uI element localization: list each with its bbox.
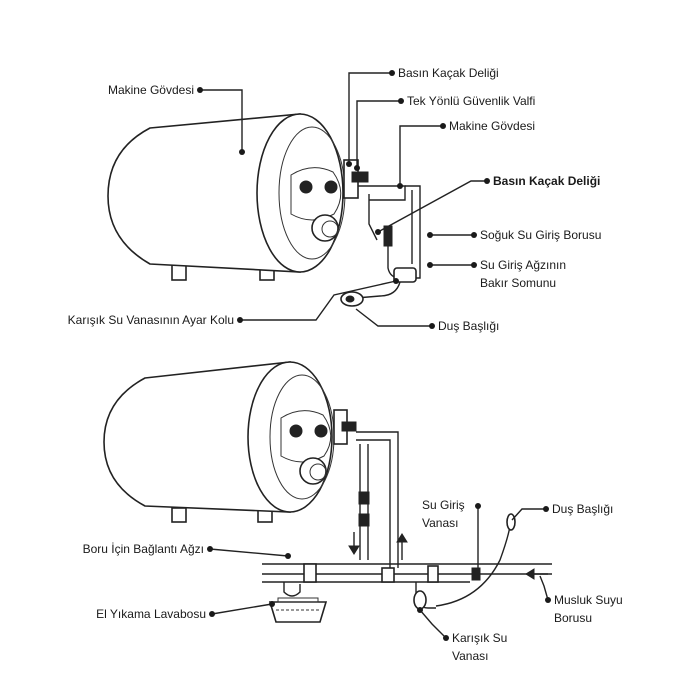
drain-pipe bbox=[368, 194, 378, 241]
outlet-pipe bbox=[358, 185, 406, 201]
sink-basin bbox=[268, 601, 328, 623]
label-shower-head-bottom: Duş Başlığı bbox=[552, 502, 613, 516]
top-diagram: Makine Gövdesi Basın Kaçak Deliği Tek Yö… bbox=[68, 66, 602, 333]
copper-nut-upper bbox=[383, 225, 393, 247]
knob2-left bbox=[289, 424, 303, 438]
label-water-inlet-valve-line1: Su Giriş bbox=[422, 498, 465, 512]
label-cold-water-inlet-pipe: Soğuk Su Giriş Borusu bbox=[480, 228, 601, 242]
sink-faucet bbox=[283, 582, 301, 597]
tee-fitting-left bbox=[303, 563, 317, 583]
label-mixing-valve-handle: Karışık Su Vanasının Ayar Kolu bbox=[68, 313, 234, 327]
label-shower-head-top: Duş Başlığı bbox=[438, 319, 499, 333]
label-mixing-valve-line1: Karışık Su bbox=[452, 631, 507, 645]
label-copper-nut-line1: Su Giriş Ağzının bbox=[480, 258, 566, 272]
thermostat2-cover bbox=[299, 457, 327, 485]
control-panel-2 bbox=[280, 410, 332, 463]
tank-body bbox=[107, 113, 301, 273]
knob-right bbox=[324, 180, 338, 194]
tank2-body bbox=[103, 361, 291, 513]
thermostat2-inner bbox=[309, 463, 327, 481]
label-hand-wash-basin: El Yıkama Lavabosu bbox=[96, 607, 206, 621]
label-water-inlet-valve-line2: Vanası bbox=[422, 516, 458, 530]
valve-fitting bbox=[351, 171, 369, 183]
label-pressure-leak-hole-bold: Basın Kaçak Deliği bbox=[493, 174, 600, 188]
mixing-valve-body bbox=[393, 267, 417, 283]
shower-hose bbox=[355, 281, 401, 299]
mixing-valve2-handle bbox=[413, 590, 427, 610]
hot-pipe-outer bbox=[356, 431, 399, 568]
tee-fitting-mid bbox=[381, 567, 395, 583]
water-inlet-valve-shape bbox=[471, 567, 481, 581]
valve2-fitting bbox=[341, 421, 357, 432]
tee-fitting-right bbox=[427, 565, 439, 583]
thermostat-cover bbox=[311, 214, 339, 242]
hot-pipe-inner bbox=[356, 439, 391, 568]
copper-nut-2b bbox=[358, 513, 370, 527]
copper-nut-2a bbox=[358, 491, 370, 505]
bottom-diagram: Boru İçin Bağlantı Ağzı El Yıkama Lavabo… bbox=[83, 361, 623, 663]
shower2-hose bbox=[435, 525, 511, 607]
thermostat-inner bbox=[321, 220, 339, 238]
label-machine-body-right: Makine Gövdesi bbox=[449, 119, 535, 133]
label-tap-water-pipe-line2: Borusu bbox=[554, 611, 592, 625]
label-pipe-connection: Boru İçin Bağlantı Ağzı bbox=[83, 542, 204, 556]
cold-inlet-pipe-outer bbox=[405, 185, 421, 264]
knob2-right bbox=[314, 424, 328, 438]
label-machine-body-left: Makine Gövdesi bbox=[108, 83, 194, 97]
label-tap-water-pipe-line1: Musluk Suyu bbox=[554, 593, 623, 607]
control-panel bbox=[290, 167, 342, 221]
label-one-way-safety-valve: Tek Yönlü Güvenlik Valfi bbox=[407, 94, 535, 108]
tank2-leg-left bbox=[171, 507, 187, 523]
shower2-head bbox=[506, 513, 516, 531]
knob-left bbox=[299, 180, 313, 194]
label-pressure-leak-hole: Basın Kaçak Deliği bbox=[398, 66, 499, 80]
label-mixing-valve-line2: Vanası bbox=[452, 649, 488, 663]
shower-head-nozzle bbox=[345, 295, 355, 303]
label-copper-nut-line2: Bakır Somunu bbox=[480, 276, 556, 290]
